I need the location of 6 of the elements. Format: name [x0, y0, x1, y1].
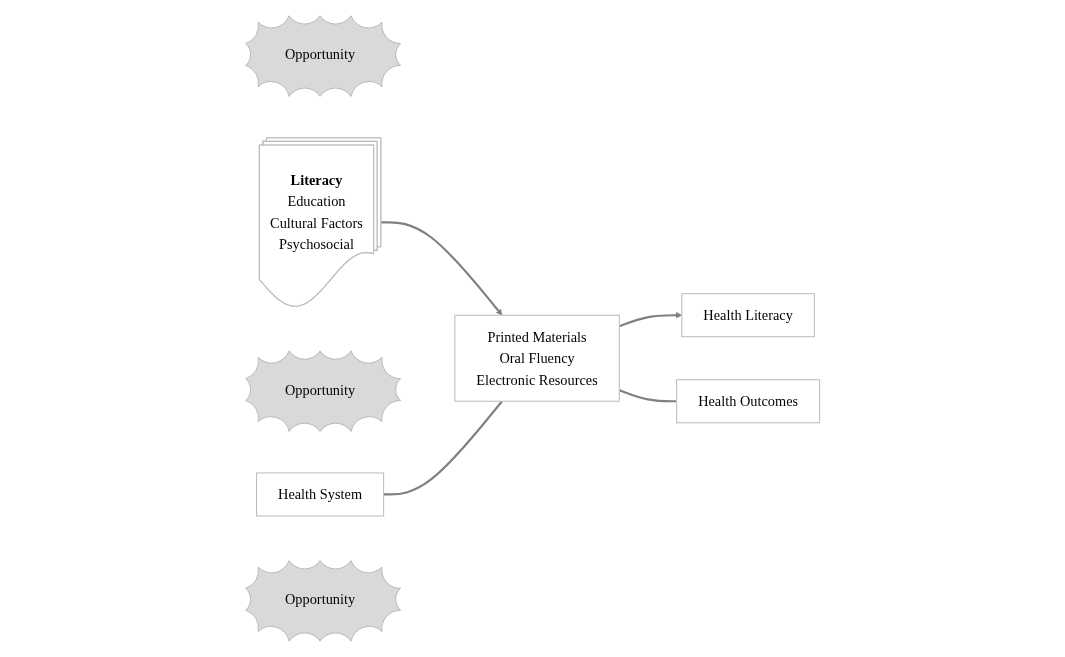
node-box: Health Literacy: [681, 293, 815, 338]
node-box: Health System: [255, 472, 384, 517]
node-box: Health Outcomes: [675, 379, 820, 424]
node-box: Printed Materials Oral Fluency Electronic Resources: [454, 314, 620, 402]
connector: [383, 400, 503, 496]
arrow: [380, 221, 503, 316]
